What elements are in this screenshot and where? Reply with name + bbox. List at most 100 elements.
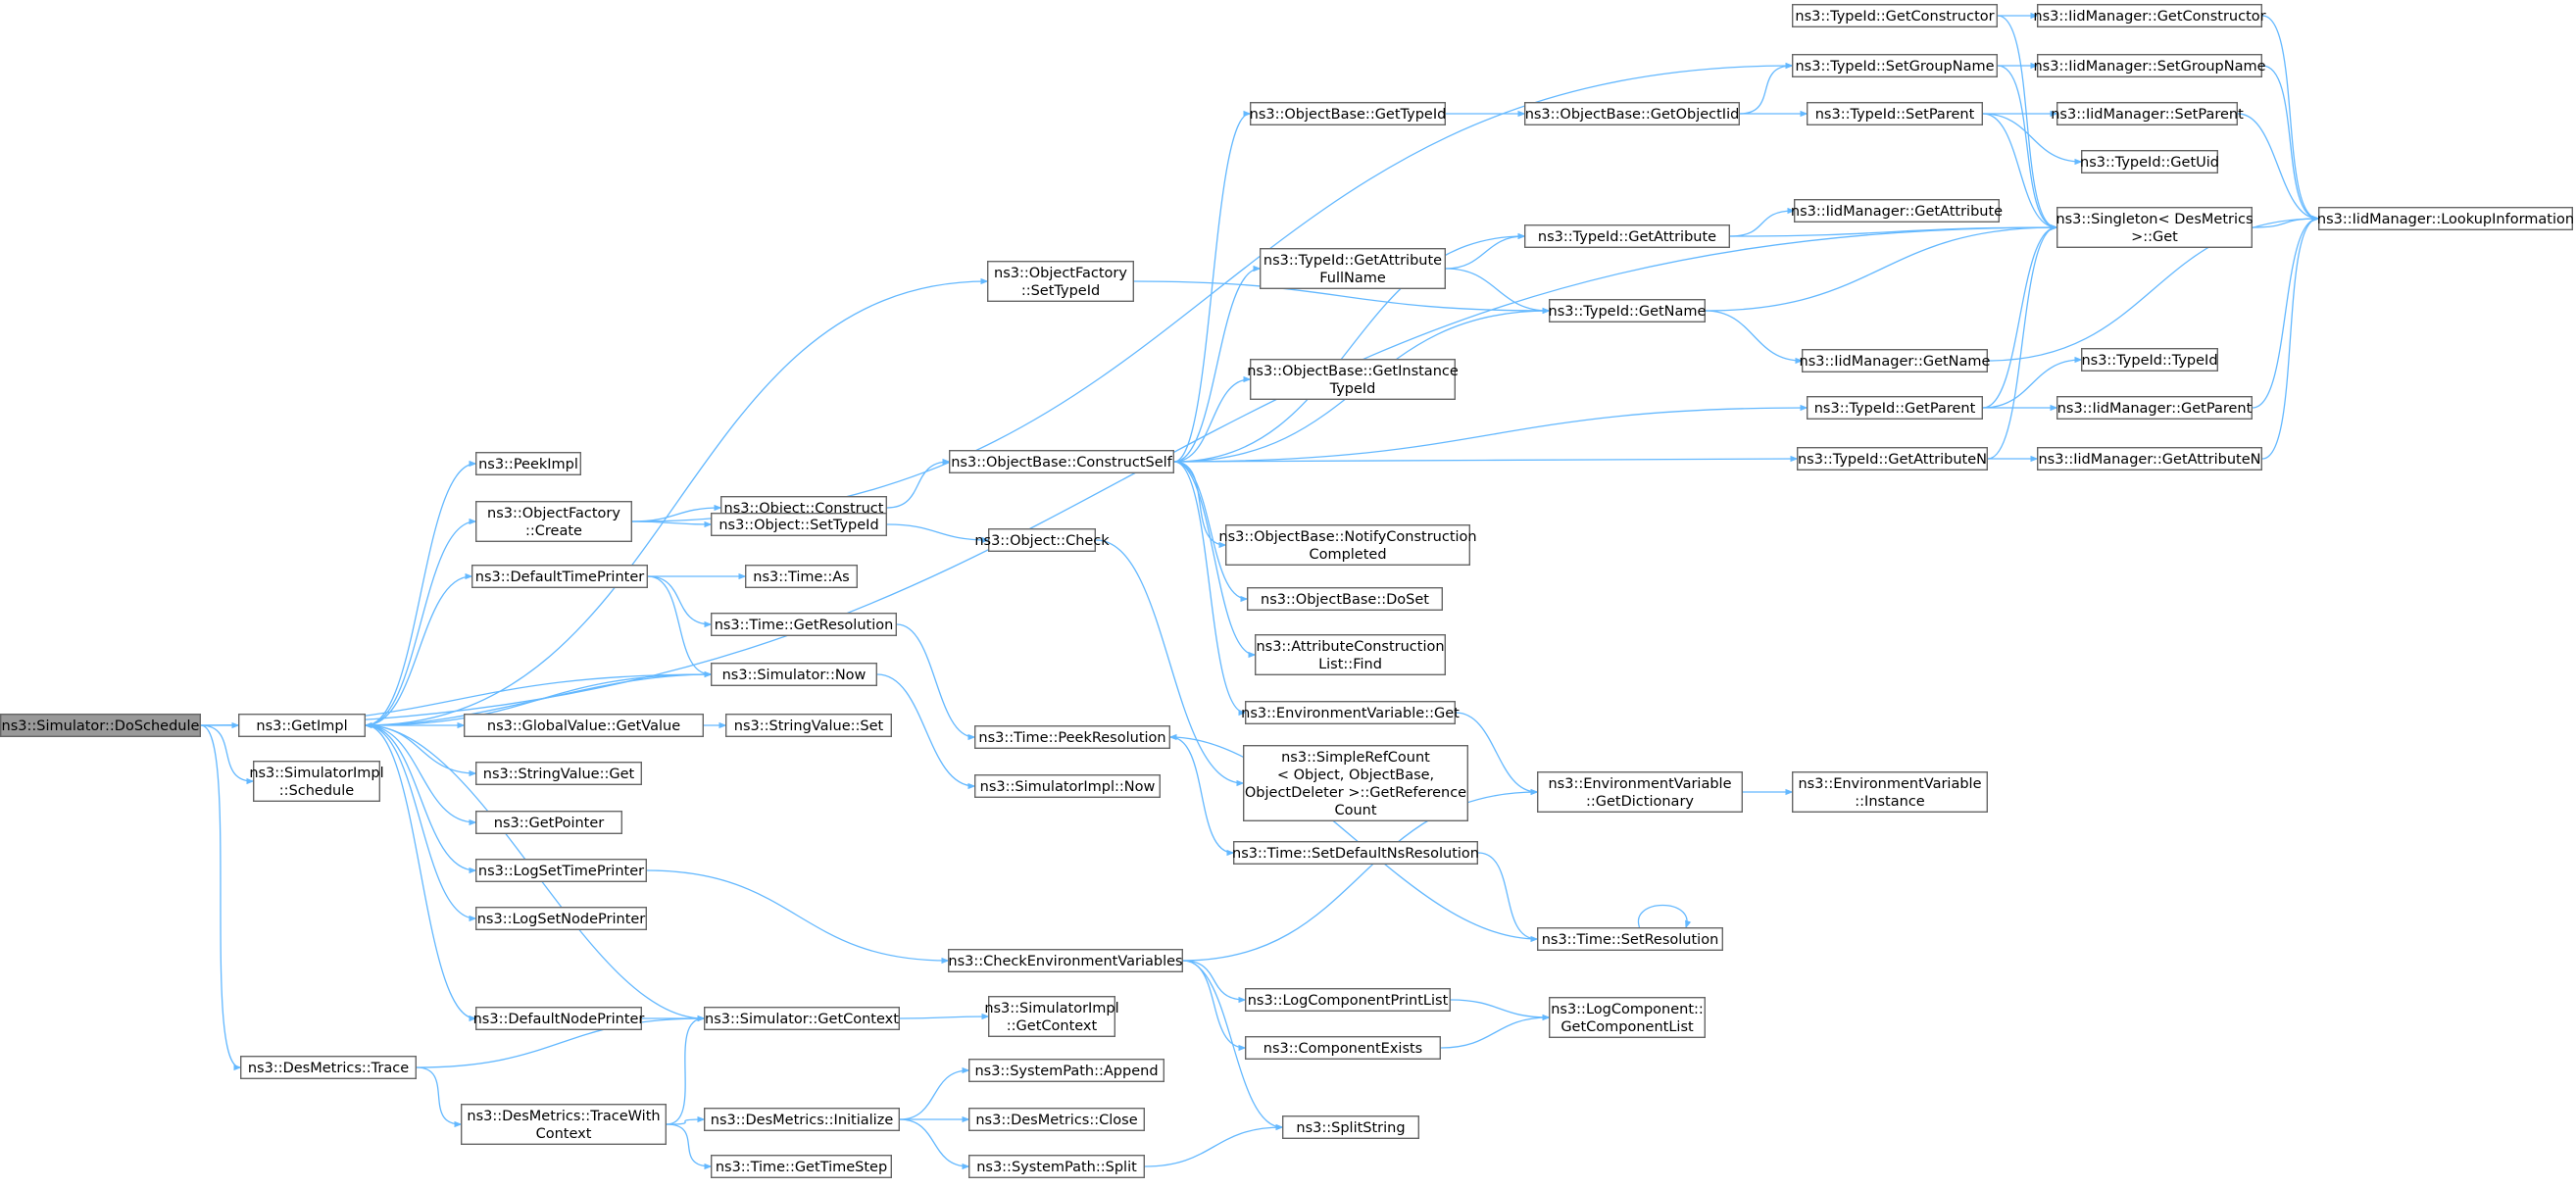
node-time-set-resolution[interactable]: ns3::Time::SetResolution [1536,927,1723,952]
node-do-schedule[interactable]: ns3::Simulator::DoSchedule [0,714,202,738]
node-tid-get-uid[interactable]: ns3::TypeId::GetUid [2080,149,2219,173]
node-label: GetComponentList [1560,1019,1694,1035]
node-box [1536,927,1723,952]
node-sim-now[interactable]: ns3::Simulator::Now [711,663,878,687]
node-time-as[interactable]: ns3::Time::As [745,565,859,589]
node-box [1801,349,1988,373]
node-des-initialize[interactable]: ns3::DesMetrics::Initialize [704,1107,901,1131]
edge-time-set-default-ns-to-time-set-resolution [1477,852,1537,939]
node-tid-get-constructor[interactable]: ns3::TypeId::GetConstructor [1791,3,1998,28]
node-box [2036,447,2262,471]
node-iid-get-attribute[interactable]: ns3::IidManager::GetAttribute [1791,198,2003,223]
node-env-var-get-dict[interactable]: ns3::EnvironmentVariable::GetDictionary [1536,771,1743,814]
node-tid-get-name[interactable]: ns3::TypeId::GetName [1549,299,1707,323]
node-obj-check[interactable]: ns3::Object::Check [974,528,1110,553]
node-env-var-get[interactable]: ns3::EnvironmentVariable::Get [1241,701,1460,725]
node-default-node-printer[interactable]: ns3::DefaultNodePrinter [473,1006,645,1030]
node-label: ns3::TypeId::SetParent [1815,107,1975,123]
node-tid-get-attribute[interactable]: ns3::TypeId::GetAttribute [1523,223,1730,248]
node-iid-set-parent[interactable]: ns3::IidManager::SetParent [2051,101,2244,125]
node-iid-lookup-info[interactable]: ns3::IidManager::LookupInformation [2317,206,2574,230]
node-box [711,663,878,687]
node-sim-impl-now[interactable]: ns3::SimulatorImpl::Now [974,774,1162,799]
node-log-comp-get-list[interactable]: ns3::LogComponent::GetComponentList [1548,997,1706,1039]
edge-construct-self-to-tid-get-attribute [1173,236,1524,463]
node-obdo-set[interactable]: ns3::ObjectBase::DoSet [1246,587,1443,612]
node-svget[interactable]: ns3::StringValue::Get [475,762,643,786]
node-label: ns3::TypeId::GetName [1549,304,1707,320]
node-obget-object-iid[interactable]: ns3::ObjectBase::GetObjectIid [1523,101,1740,125]
node-default-time-printer[interactable]: ns3::DefaultTimePrinter [471,565,649,589]
node-log-comp-print-list[interactable]: ns3::LogComponentPrintList [1244,988,1451,1013]
node-box [1246,587,1443,612]
edge-time-set-resolution-to-time-set-resolution [1637,904,1687,928]
node-obj-set-type-id[interactable]: ns3::Object::SetTypeId [711,513,888,537]
node-box [948,949,1184,973]
node-iid-get-attribute-n[interactable]: ns3::IidManager::GetAttributeN [2036,447,2262,471]
node-time-set-default-ns[interactable]: ns3::Time::SetDefaultNsResolution [1232,841,1479,866]
node-label: ns3::ObjectBase::GetTypeId [1250,107,1447,123]
node-label: ::GetDictionary [1586,794,1694,810]
node-get-impl[interactable]: ns3::GetImpl [237,714,367,738]
node-box [1523,223,1730,248]
edge-des-initialize-to-sys-path-split [899,1118,968,1166]
node-sys-path-append[interactable]: ns3::SystemPath::Append [968,1058,1165,1082]
edge-check-env-vars-to-split-string [1182,960,1282,1127]
node-check-env-vars[interactable]: ns3::CheckEnvironmentVariables [948,949,1184,973]
node-label: ns3::PeekImpl [478,457,578,472]
node-svset[interactable]: ns3::StringValue::Set [725,714,893,738]
node-get-pointer[interactable]: ns3::GetPointer [475,811,623,835]
node-label: ns3::DefaultNodePrinter [473,1012,645,1027]
node-box [1796,447,1988,471]
node-sim-impl-schedule[interactable]: ns3::SimulatorImpl::Schedule [249,761,384,803]
node-ofset-type-id[interactable]: ns3::ObjectFactory::SetTypeId [987,261,1135,303]
node-split-string[interactable]: ns3::SplitString [1281,1115,1419,1139]
edge-ofcreate-to-obj-construct [631,508,720,522]
node-comp-exists[interactable]: ns3::ComponentExists [1244,1035,1441,1060]
node-label: ns3::IidManager::GetName [1800,354,1991,370]
node-obnotify-construction[interactable]: ns3::ObjectBase::NotifyConstructionCompl… [1218,524,1477,567]
node-ofcreate[interactable]: ns3::ObjectFactory::Create [475,501,633,543]
node-label: ns3::ObjectBase::GetObjectIid [1525,107,1740,123]
node-des-trace[interactable]: ns3::DesMetrics::Trace [239,1055,418,1079]
node-tid-set-group-name[interactable]: ns3::TypeId::SetGroupName [1791,54,1998,78]
node-tid-get-parent[interactable]: ns3::TypeId::GetParent [1806,396,1983,421]
node-label: Count [1334,803,1376,818]
node-box [471,565,649,589]
node-log-set-node-printer[interactable]: ns3::LogSetNodePrinter [475,907,648,931]
node-gvget-value[interactable]: ns3::GlobalValue::GetValue [464,714,705,738]
node-srcget-ref-count[interactable]: ns3::SimpleRefCount< Object, ObjectBase,… [1242,745,1468,822]
node-peek-impl[interactable]: ns3::PeekImpl [475,452,582,476]
node-time-get-time-step[interactable]: ns3::Time::GetTimeStep [711,1154,893,1178]
edge-env-var-get-to-env-var-get-dict [1455,712,1537,792]
node-sim-impl-get-context[interactable]: ns3::SimulatorImpl::GetContext [984,996,1119,1038]
node-obget-type-id[interactable]: ns3::ObjectBase::GetTypeId [1250,101,1447,125]
edge-construct-self-to-obget-type-id [1173,114,1250,463]
node-singleton-get[interactable]: ns3::Singleton< DesMetrics>::Get [2056,206,2254,248]
node-tid-set-parent[interactable]: ns3::TypeId::SetParent [1806,101,1983,125]
node-tid-type-id[interactable]: ns3::TypeId::TypeId [2080,348,2218,372]
node-time-peek-resolution[interactable]: ns3::Time::PeekResolution [974,725,1171,750]
edge-construct-self-to-obdo-set [1173,461,1247,599]
node-iid-get-parent[interactable]: ns3::IidManager::GetParent [2056,396,2253,421]
node-sim-get-context[interactable]: ns3::Simulator::GetContext [704,1006,901,1030]
node-iid-set-group-name[interactable]: ns3::IidManager::SetGroupName [2033,54,2266,78]
node-iid-get-name[interactable]: ns3::IidManager::GetName [1800,349,1991,373]
edge-iid-get-name-to-iid-lookup-info [1987,219,2318,362]
node-label: ns3::GetPointer [494,816,605,831]
node-time-get-resolution[interactable]: ns3::Time::GetResolution [711,613,898,637]
node-log-set-time-printer[interactable]: ns3::LogSetTimePrinter [475,859,648,883]
node-iid-get-constructor[interactable]: ns3::IidManager::GetConstructor [2033,3,2266,28]
node-env-var-instance[interactable]: ns3::EnvironmentVariable::Instance [1791,771,1988,814]
node-tid-get-attribute-n[interactable]: ns3::TypeId::GetAttributeN [1796,447,1988,471]
node-construct-self[interactable]: ns3::ObjectBase::ConstructSelf [949,450,1175,474]
node-des-close[interactable]: ns3::DesMetrics::Close [968,1107,1146,1131]
node-box [1249,359,1456,401]
edge-get-impl-to-ofset-type-id [365,281,987,726]
node-label: ns3::LogSetNodePrinter [477,912,646,927]
node-sys-path-split[interactable]: ns3::SystemPath::Split [968,1154,1146,1178]
